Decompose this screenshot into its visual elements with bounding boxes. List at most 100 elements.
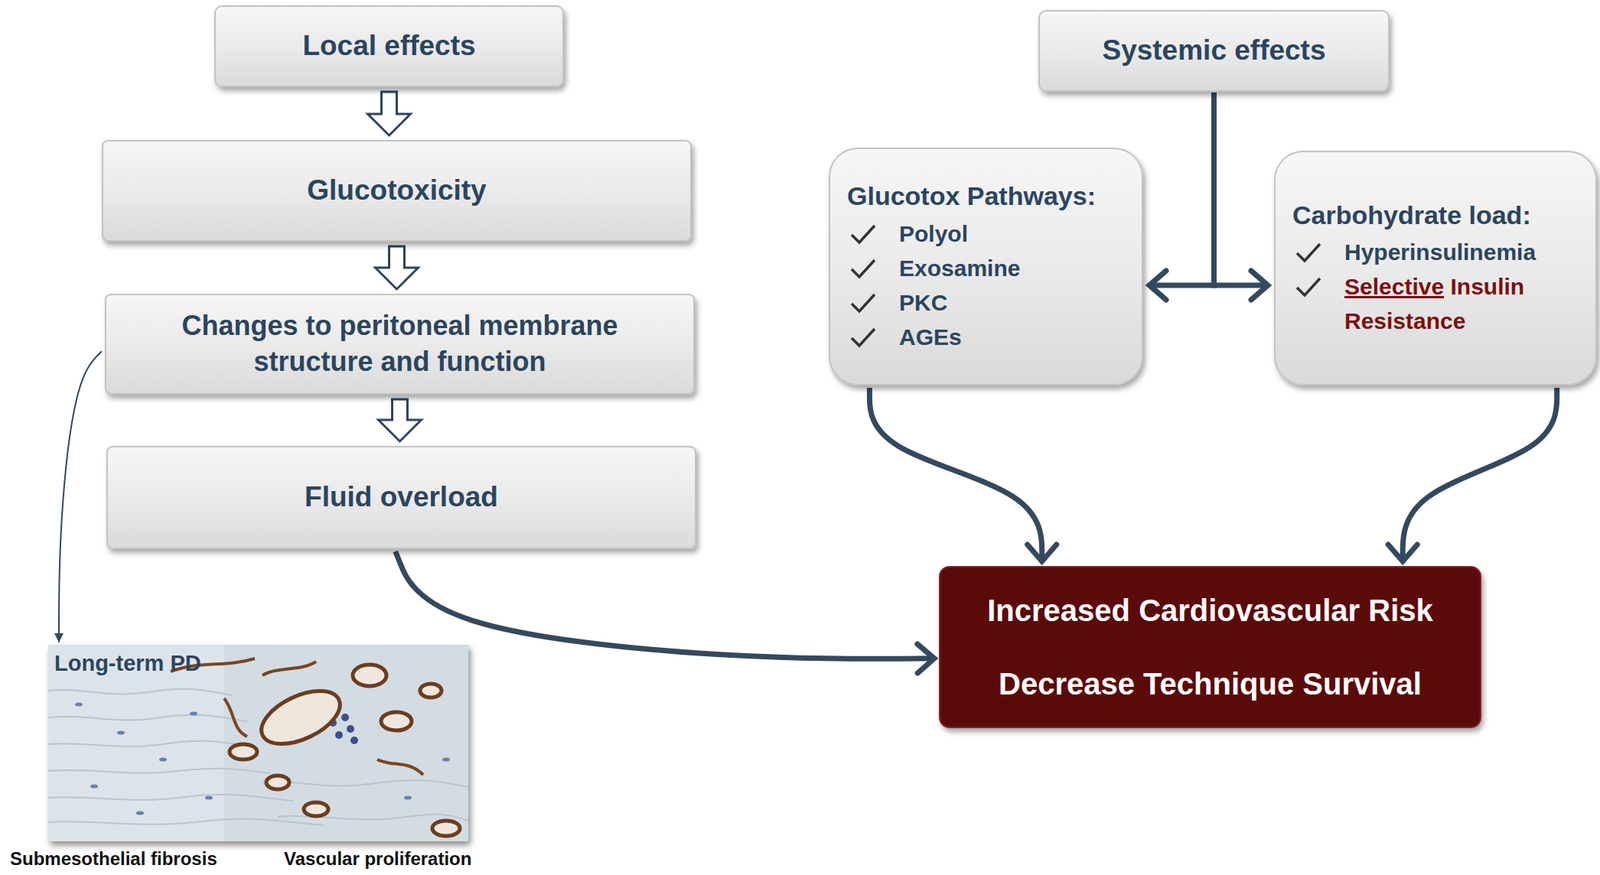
nucleus bbox=[90, 785, 98, 789]
vessel bbox=[303, 802, 329, 817]
item-text-wrap: PKC bbox=[899, 285, 1130, 320]
nucleus bbox=[74, 703, 83, 708]
process-box: Glucotox Pathways: PolyolExosaminePKC AGEs bbox=[828, 147, 1144, 386]
fibre bbox=[262, 780, 469, 788]
nucleus bbox=[205, 796, 213, 801]
item-text-wrap: Exosamine bbox=[899, 250, 1130, 286]
list-item: Selective bbox=[1344, 273, 1444, 300]
vessel bbox=[381, 712, 412, 731]
nucleus bbox=[159, 758, 167, 763]
check-mark bbox=[848, 222, 880, 246]
list-item: AGEs bbox=[899, 324, 962, 350]
vessel bbox=[420, 684, 442, 698]
check-stroke bbox=[851, 225, 875, 243]
check-mark bbox=[848, 325, 880, 349]
nucleus bbox=[117, 731, 125, 736]
process-box: Glucotoxicity bbox=[101, 140, 692, 242]
check-stroke bbox=[1296, 278, 1320, 296]
text-row: Glucotoxicity bbox=[306, 172, 486, 209]
list-row: Polyol bbox=[847, 216, 1130, 251]
box-label: Systemic effects bbox=[1101, 34, 1326, 66]
text-row: Long-term PD bbox=[54, 649, 463, 679]
box-label: Decrease Technique Survival bbox=[998, 667, 1422, 701]
item-text-wrap: SelectiveInsulin Resistance bbox=[1344, 269, 1584, 339]
check-stroke bbox=[1296, 244, 1320, 261]
fibrosis-region bbox=[48, 645, 225, 842]
list-row: Hyperinsulinemia bbox=[1292, 234, 1584, 270]
box-heading: Glucotox Pathways: bbox=[847, 181, 1096, 211]
micrograph-ground bbox=[48, 645, 469, 842]
item-text-wrap: AGEs bbox=[899, 319, 1130, 355]
lymphocyte bbox=[350, 736, 359, 745]
process-box: Local effects bbox=[214, 5, 564, 88]
micrograph-panel: Long-term PD bbox=[48, 645, 469, 842]
text-row: Carbohydrate load: bbox=[1292, 198, 1584, 232]
box-label: Increased Cardiovascular Risk bbox=[987, 593, 1434, 628]
check-stroke bbox=[851, 260, 875, 277]
check-mark bbox=[1293, 275, 1325, 299]
fibre bbox=[48, 795, 294, 802]
vessel bbox=[253, 680, 348, 755]
connector-arrow bbox=[1149, 92, 1215, 286]
process-box: Systemic effects bbox=[1038, 9, 1390, 92]
text-row: Fluid overload bbox=[304, 479, 499, 516]
list-item: Polyol bbox=[899, 221, 968, 247]
vessel bbox=[432, 821, 460, 837]
text-row: Decrease Technique Survival bbox=[998, 664, 1422, 704]
fibre bbox=[48, 715, 248, 722]
list-row: SelectiveInsulin Resistance bbox=[1292, 269, 1584, 339]
nucleus bbox=[189, 712, 198, 717]
check-stroke bbox=[851, 329, 875, 346]
brown-streaks bbox=[170, 658, 424, 776]
connector-arrow bbox=[395, 551, 935, 659]
text-row: Changes to peritoneal membrane structure… bbox=[124, 308, 675, 381]
streak bbox=[377, 759, 424, 776]
lymphocyte bbox=[341, 713, 349, 722]
check-mark bbox=[1293, 241, 1325, 264]
streak bbox=[224, 698, 248, 737]
leader-arrow bbox=[58, 351, 102, 643]
vessel bbox=[352, 664, 387, 687]
list-row: Exosamine bbox=[847, 250, 1130, 286]
box-label: Long-term PD bbox=[54, 651, 202, 676]
list-row: PKC bbox=[847, 285, 1130, 320]
list-item: PKC bbox=[899, 290, 948, 316]
process-box: Changes to peritoneal membrane structure… bbox=[104, 293, 695, 395]
text-row: Increased Cardiovascular Risk bbox=[987, 590, 1434, 631]
connector-arrow bbox=[1402, 387, 1557, 562]
block-arrow bbox=[378, 399, 422, 442]
process-box: Fluid overload bbox=[106, 446, 697, 550]
fibre-strands bbox=[48, 689, 469, 826]
lymphocyte bbox=[335, 731, 343, 740]
item-text-wrap: Hyperinsulinemia bbox=[1344, 234, 1584, 270]
fibre bbox=[48, 741, 255, 748]
check-mark bbox=[848, 257, 880, 281]
item-text-wrap: Polyol bbox=[899, 216, 1130, 251]
connector-arrow bbox=[1214, 92, 1269, 286]
box-heading: Carbohydrate load: bbox=[1292, 200, 1532, 230]
vessels bbox=[229, 664, 460, 837]
outcome-box: Increased Cardiovascular RiskDecrease Te… bbox=[938, 566, 1482, 729]
nucleus bbox=[136, 811, 144, 816]
connector-arrow bbox=[869, 387, 1042, 562]
check-mark bbox=[848, 291, 880, 315]
box-label: Changes to peritoneal membrane structure… bbox=[181, 309, 618, 378]
check-stroke bbox=[851, 294, 875, 312]
vessel bbox=[229, 744, 258, 760]
box-label: Fluid overload bbox=[304, 481, 499, 513]
figure-caption: Submesothelial fibrosis bbox=[9, 847, 218, 871]
process-box: Carbohydrate load:HyperinsulinemiaSelect… bbox=[1274, 150, 1597, 386]
block-arrow bbox=[375, 246, 419, 290]
box-label: Glucotoxicity bbox=[306, 174, 486, 206]
list-item: Exosamine bbox=[899, 255, 1020, 281]
nucleus bbox=[404, 796, 412, 801]
lymphocyte bbox=[346, 725, 355, 734]
vessel bbox=[266, 775, 290, 790]
block-arrow bbox=[368, 91, 411, 136]
fibre bbox=[48, 689, 232, 696]
fibre bbox=[48, 769, 271, 774]
text-row: Local effects bbox=[302, 27, 476, 65]
figure-caption: Vascular proliferation bbox=[283, 847, 472, 871]
